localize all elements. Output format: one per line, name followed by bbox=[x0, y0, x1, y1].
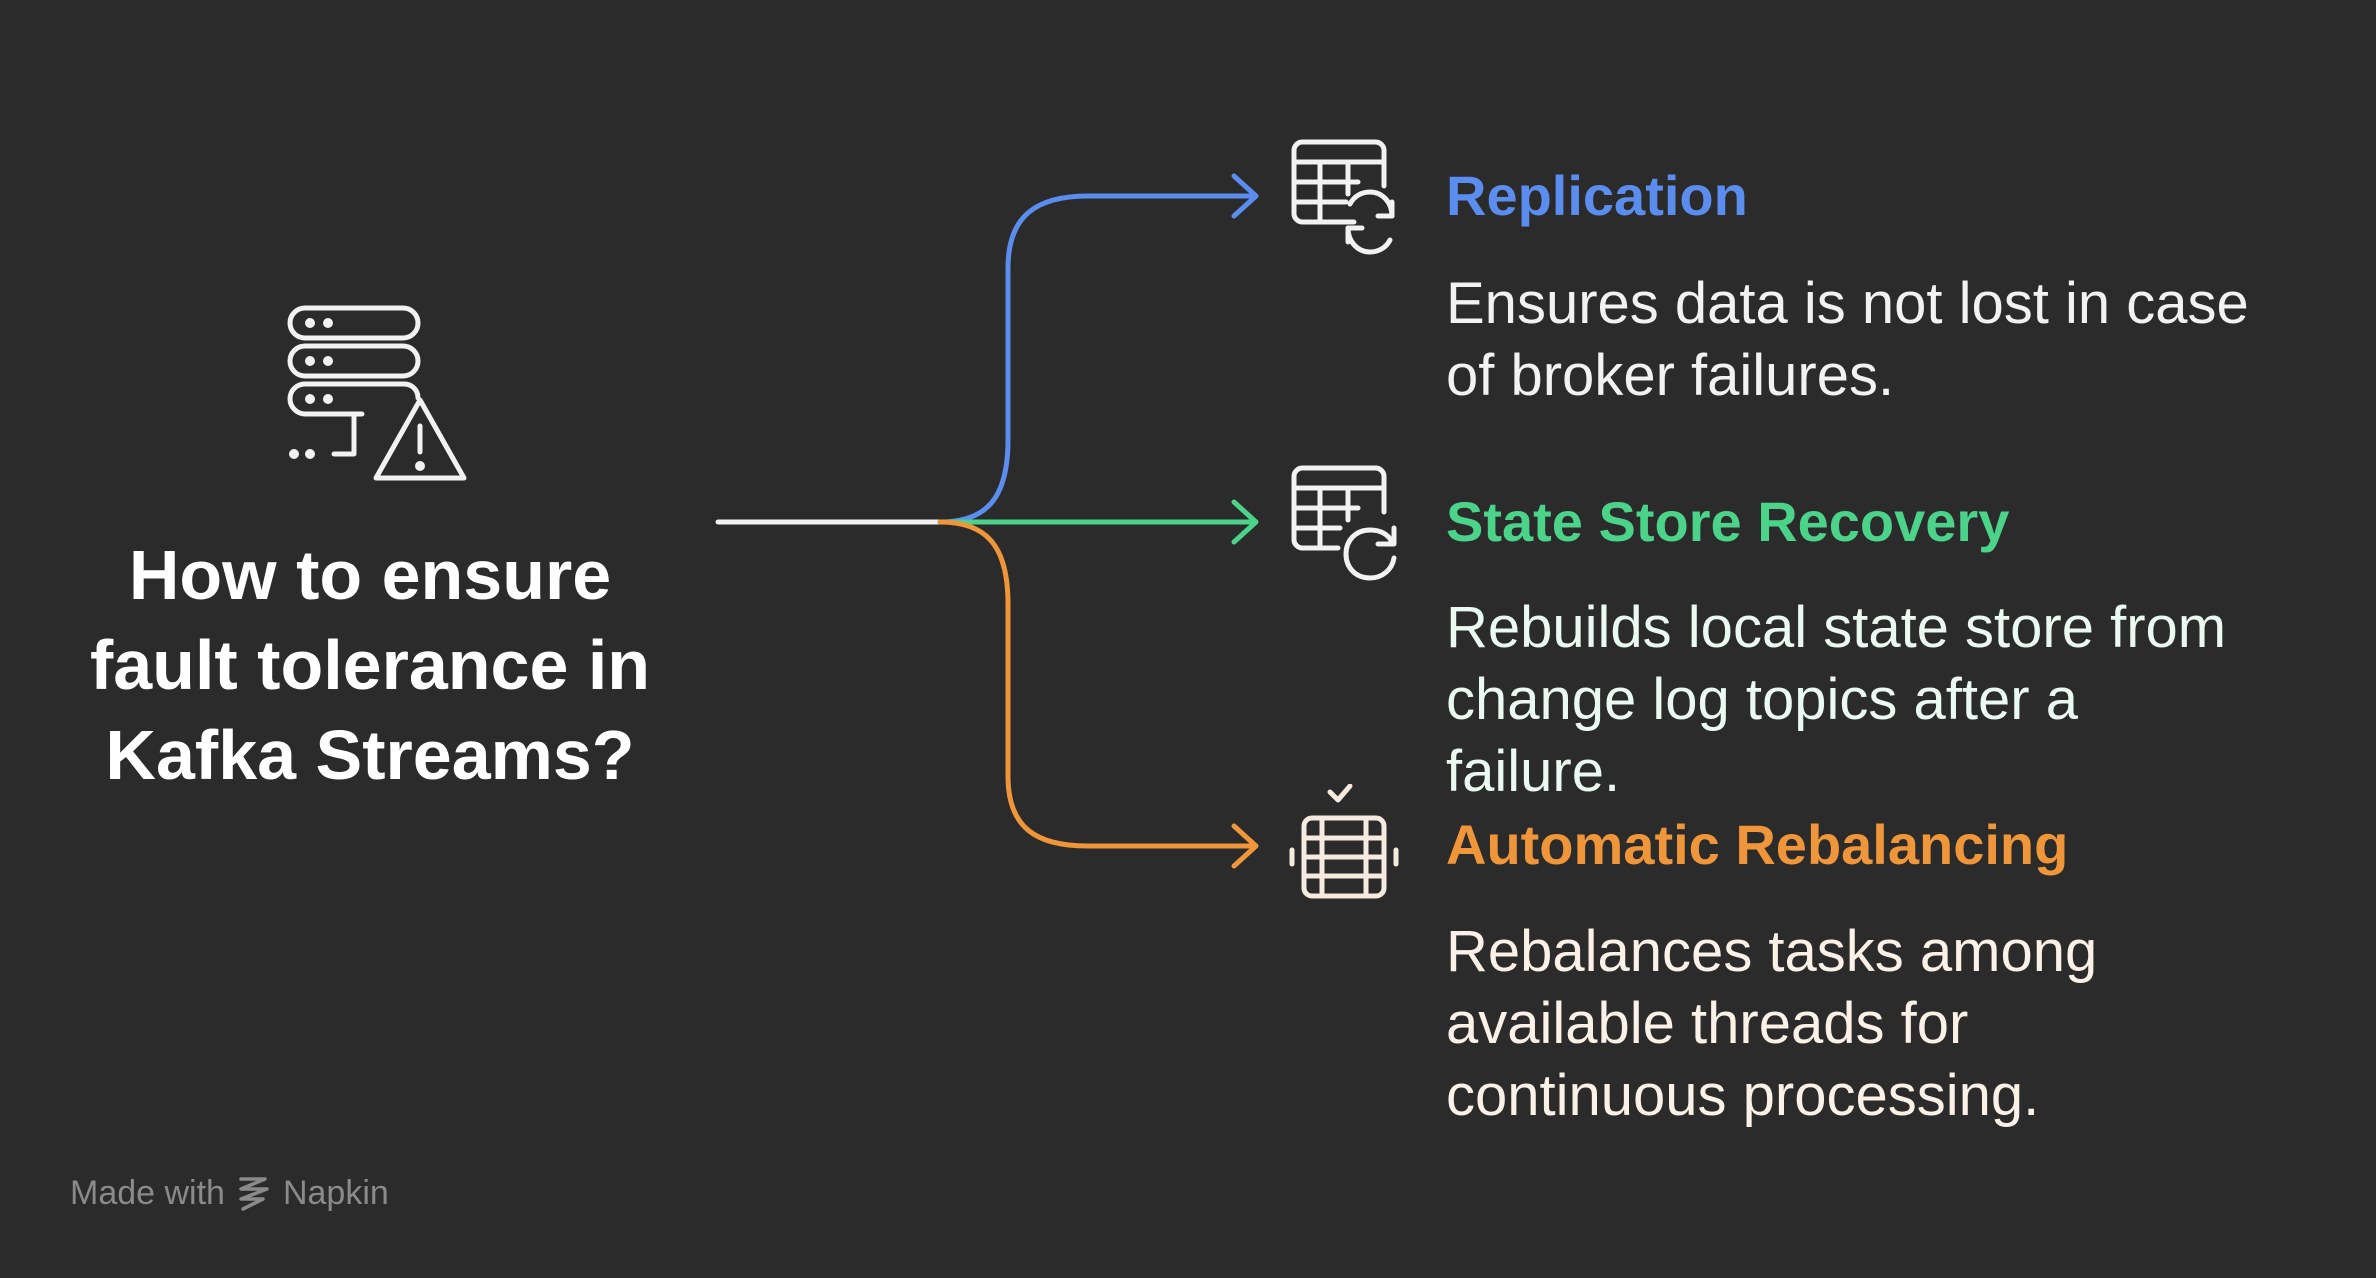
diagram-title: How to ensure fault tolerance in Kafka S… bbox=[89, 536, 651, 794]
branch-heading-state-store-recovery: State Store Recovery bbox=[1446, 490, 2010, 553]
arrowhead-state-store-recovery bbox=[1231, 499, 1259, 545]
made-with-footer[interactable]: Made with Napkin bbox=[70, 1168, 389, 1218]
branch-line-replication bbox=[937, 193, 1255, 525]
footer-prefix: Made with bbox=[70, 1173, 225, 1212]
balanced-stack-icon bbox=[1289, 784, 1399, 899]
branch-description-automatic-rebalancing: Rebalances tasks among available threads… bbox=[1446, 919, 2098, 1128]
napkin-logo-icon bbox=[239, 1177, 269, 1211]
arrowhead-replication bbox=[1231, 173, 1259, 219]
arrowhead-automatic-rebalancing bbox=[1231, 823, 1259, 869]
server-warning-icon bbox=[287, 305, 467, 481]
branch-line-automatic-rebalancing bbox=[937, 519, 1255, 849]
branch-description-state-store-recovery: Rebuilds local state store from change l… bbox=[1446, 595, 2227, 804]
table-sync-icon bbox=[1291, 139, 1395, 255]
branch-description-replication: Ensures data is not lost in case of brok… bbox=[1446, 271, 2249, 408]
branch-heading-replication: Replication bbox=[1446, 164, 1748, 227]
table-refresh-icon bbox=[1291, 465, 1397, 581]
branch-heading-automatic-rebalancing: Automatic Rebalancing bbox=[1446, 813, 2069, 876]
footer-brand: Napkin bbox=[282, 1173, 389, 1212]
